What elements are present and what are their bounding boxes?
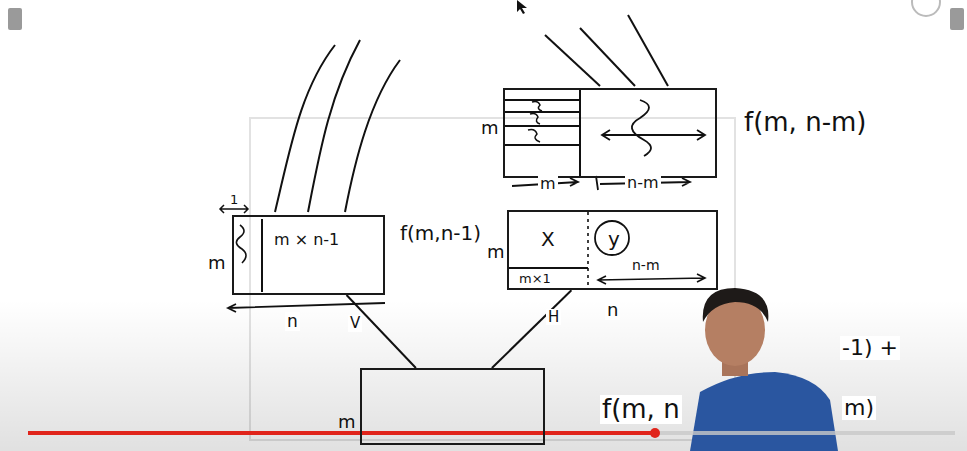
squiggle [632,100,651,156]
side-label: m [208,253,226,273]
video-fade [0,300,967,451]
sketch-box: m [360,368,545,445]
arrow-head [602,130,705,140]
dimension-arrow [598,274,705,284]
tree-edge-line [347,295,416,368]
player-icon [912,0,940,16]
squiggle [236,225,246,263]
double-arrow [602,134,705,136]
dimension-label: n [605,300,620,320]
divider [261,219,263,292]
sketch-box: mm × n-1 [232,215,385,295]
box-text: m×1 [519,272,551,286]
tree-branch [308,40,360,212]
tree-branch [580,28,635,86]
tree-branch [545,35,600,86]
player-icon [8,8,22,30]
circled-text: y [608,228,620,250]
box-text: m × n-1 [274,231,339,249]
divider [503,144,580,146]
sketch-box: mXym×1 [507,210,718,290]
mouse-cursor [517,0,527,14]
presenter-body [690,372,838,451]
divider [503,99,580,101]
dimension-label: m [538,175,558,193]
progress-knob [650,428,660,438]
sketch-box: m [503,88,717,178]
presenter-hair [703,288,769,322]
dimension-label: n-m [625,174,661,192]
function-label: -1) + [840,336,900,360]
function-label: f(m, n-m) [742,108,868,137]
divider [503,125,580,127]
tree-branch [345,60,400,212]
function-label: m) [842,396,876,420]
tree-edge [347,295,416,368]
divider [579,88,581,178]
circle-mark [595,221,629,255]
progress-track [28,431,955,435]
side-label: m [338,412,356,432]
function-label: f(m,n-1) [398,222,483,244]
dimension-label: n-m [630,258,662,273]
tree-edge-line [492,290,572,368]
squiggle [528,101,542,142]
tree-branch [628,15,668,86]
edge-label: V [348,315,362,332]
dimension-label: n [285,312,300,331]
side-label: m [487,242,505,262]
tree-edge [492,290,572,368]
player-icon [950,8,964,30]
function-label: f(m, n [600,395,682,424]
dotted-divider [587,212,589,290]
box-text: X [541,228,555,250]
divider [507,267,588,269]
dimension-label: 1 [228,193,240,207]
side-label: m [481,118,499,138]
edge-label: H [546,309,561,326]
